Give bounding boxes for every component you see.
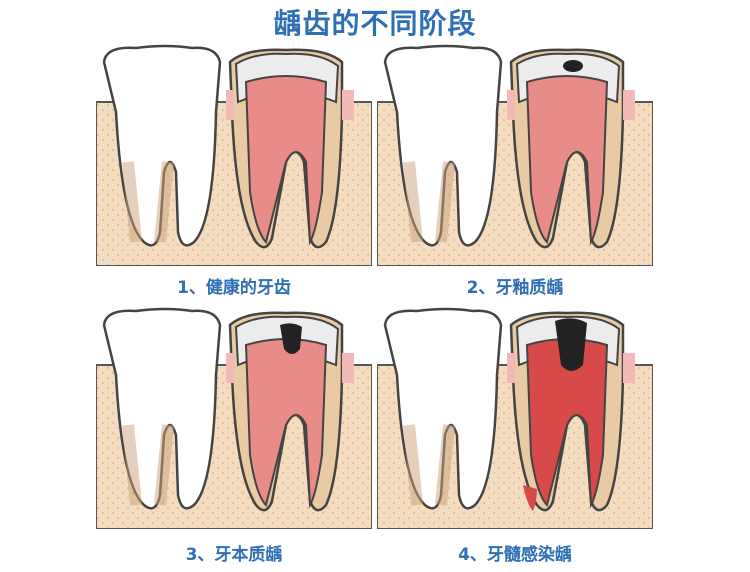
- dentin-cavity: [280, 323, 302, 354]
- stage-2-caption: 2、牙釉质龋: [466, 278, 564, 298]
- pulp-infection-illustration: [377, 305, 653, 529]
- stage-2-enamel-caries-panel: [377, 42, 653, 266]
- root-infection: [523, 485, 537, 511]
- enamel-caries-illustration: [377, 42, 653, 266]
- stage-1-healthy-tooth-panel: [96, 42, 372, 266]
- enamel-cavity: [563, 60, 583, 72]
- stage-4-pulp-infection-panel: [377, 305, 653, 529]
- page-title: 龋齿的不同阶段: [273, 7, 477, 40]
- stage-1-caption: 1、健康的牙齿: [177, 278, 291, 298]
- healthy-tooth-illustration: [96, 42, 372, 266]
- stage-4-caption: 4、牙髓感染龋: [458, 545, 572, 565]
- dentin-caries-illustration: [96, 305, 372, 529]
- pulp-cavity: [555, 318, 587, 371]
- stage-3-dentin-caries-panel: [96, 305, 372, 529]
- stage-3-caption: 3、牙本质龋: [185, 545, 283, 565]
